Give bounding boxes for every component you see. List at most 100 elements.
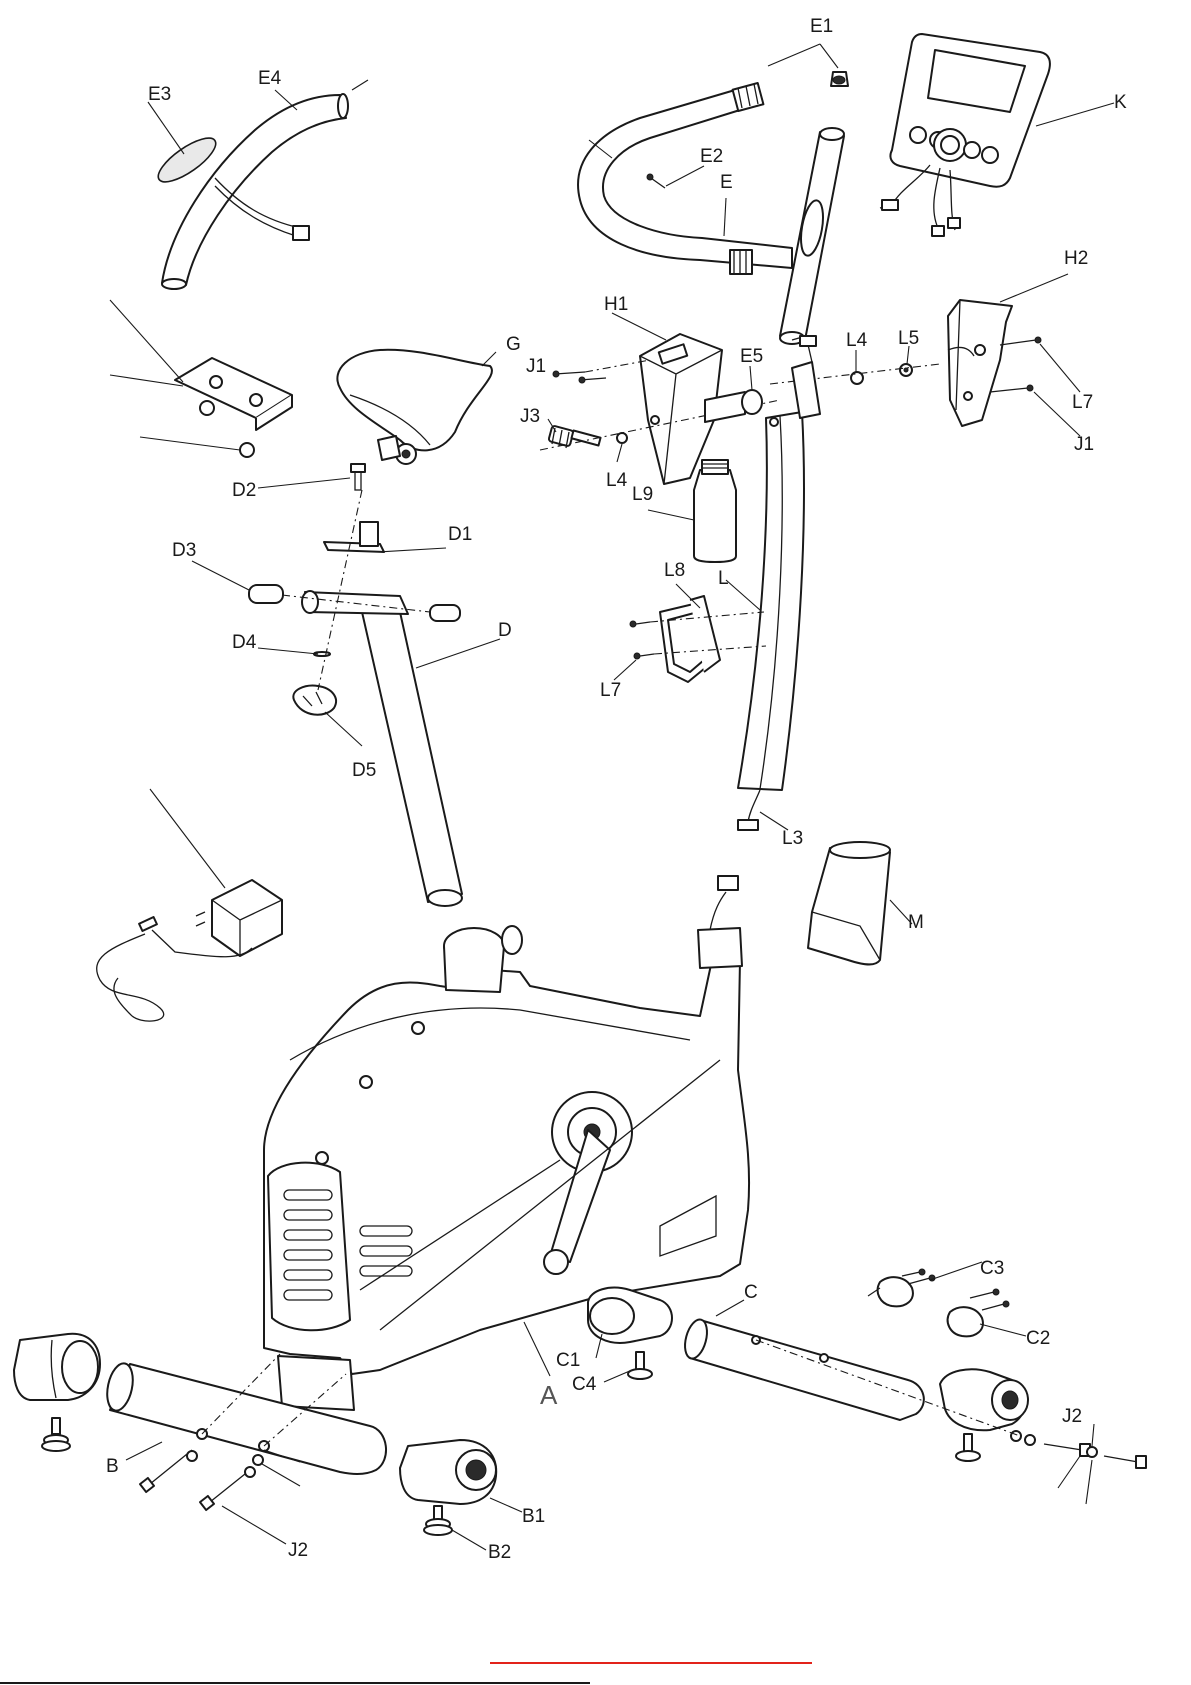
label-d1: D1 (448, 524, 472, 545)
label-h2: H2 (1064, 248, 1088, 269)
label-j2-rear: J2 (1062, 1406, 1082, 1427)
leader-bracket-nut1 (110, 375, 183, 386)
part-b1-end-cap-left (14, 1334, 100, 1400)
label-e5: E5 (740, 346, 763, 367)
label-b: B (106, 1456, 119, 1477)
label-l7-left: L7 (600, 680, 621, 701)
part-e-handlebar (578, 83, 792, 274)
leader-b2 (452, 1530, 486, 1550)
part-a-main-frame (264, 876, 749, 1410)
label-c: C (744, 1282, 758, 1303)
leader-e4-tip (352, 80, 368, 90)
leader-d1 (378, 548, 446, 552)
part-j2-bolts-rear (1011, 1431, 1146, 1468)
leader-l7-right (1040, 344, 1080, 392)
leader-h2 (1000, 274, 1068, 302)
leader-j2-rear-nut (1086, 1460, 1092, 1504)
leader-e2 (666, 166, 704, 186)
leader-d2 (258, 478, 350, 488)
leader-e1-right (820, 44, 838, 68)
leader-b (126, 1442, 162, 1460)
leader-d5 (325, 712, 362, 746)
part-h2-cover (948, 300, 1012, 426)
leader-j2-front-washer (262, 1464, 300, 1486)
label-h1: H1 (604, 294, 628, 315)
leader-l4-left (617, 444, 622, 462)
part-b2-leveler-right (424, 1506, 452, 1535)
label-b1: B1 (522, 1506, 545, 1527)
leader-e3 (148, 102, 184, 154)
leader-j2-rear-washer (1058, 1456, 1080, 1488)
part-e4-handlebar (162, 94, 348, 289)
leader-e (724, 198, 726, 236)
label-e: E (720, 172, 733, 193)
label-d5: D5 (352, 760, 376, 781)
leader-bracket-nut2 (140, 437, 240, 450)
leader-d (416, 639, 500, 668)
label-l5: L5 (898, 328, 919, 349)
part-c3-clip (878, 1269, 935, 1306)
leader-l (726, 580, 760, 610)
label-c3: C3 (980, 1258, 1004, 1279)
part-l3-cable (738, 790, 760, 830)
leader-e4 (275, 90, 297, 110)
leader-h1 (612, 313, 666, 340)
leader-d3 (192, 561, 249, 590)
label-c4: C4 (572, 1374, 597, 1395)
label-j2-front: J2 (288, 1540, 308, 1561)
label-j3: J3 (520, 406, 540, 427)
part-l8-bottle-holder (660, 596, 720, 682)
leader-l9 (648, 510, 694, 520)
part-c1-end-cap (588, 1288, 672, 1343)
part-k-console (880, 34, 1050, 236)
leader-j2-rear (1092, 1424, 1094, 1446)
label-b2: B2 (488, 1542, 511, 1563)
part-c4-leveler-right (956, 1434, 980, 1461)
part-e2-screw (647, 174, 665, 188)
part-b2-leveler-left (42, 1418, 70, 1451)
part-l4-washer-left (617, 433, 627, 443)
label-l4-right: L4 (846, 330, 868, 351)
part-j3-knob (548, 425, 600, 448)
leader-b1 (490, 1498, 522, 1512)
part-m-cover (808, 842, 890, 965)
label-d: D (498, 620, 512, 641)
label-e1: E1 (810, 16, 833, 37)
part-e-upright (780, 128, 844, 344)
part-d2-bolt (351, 464, 365, 490)
part-d-seat-post (302, 591, 462, 906)
part-j1-screw-right (990, 385, 1033, 392)
label-c1: C1 (556, 1350, 580, 1371)
part-l7-screws-left (630, 621, 654, 659)
leader-j2-front (222, 1506, 286, 1544)
label-e2: E2 (700, 146, 723, 167)
leader-a (524, 1322, 550, 1376)
axis-seat-post (318, 490, 362, 690)
part-l9-bottle (694, 460, 736, 562)
part-c4-leveler (628, 1352, 652, 1379)
label-e4: E4 (258, 68, 282, 89)
leader-g (482, 352, 496, 366)
label-l4-left: L4 (606, 470, 628, 491)
label-d2: D2 (232, 480, 256, 501)
leader-e5 (750, 366, 752, 390)
label-c2: C2 (1026, 1328, 1050, 1349)
label-j1-right: J1 (1074, 434, 1094, 455)
label-j1-left: J1 (526, 356, 546, 377)
part-seat-bracket (175, 358, 292, 457)
label-l: L (718, 568, 729, 589)
label-l8: L8 (664, 560, 685, 581)
label-m: M (908, 912, 924, 933)
part-d5-knob (293, 686, 336, 715)
part-e1-end-cap (831, 72, 848, 86)
leader-c2 (980, 1324, 1026, 1336)
part-j1-screws-left (553, 371, 606, 383)
leader-e1-left (768, 44, 820, 66)
label-l9: L9 (632, 484, 653, 505)
part-j2-bolts-front (140, 1450, 263, 1510)
part-c-rear-stabilizer (681, 1317, 924, 1420)
part-l5-nut (900, 364, 912, 376)
label-d3: D3 (172, 540, 196, 561)
leader-l7-left (614, 660, 636, 680)
